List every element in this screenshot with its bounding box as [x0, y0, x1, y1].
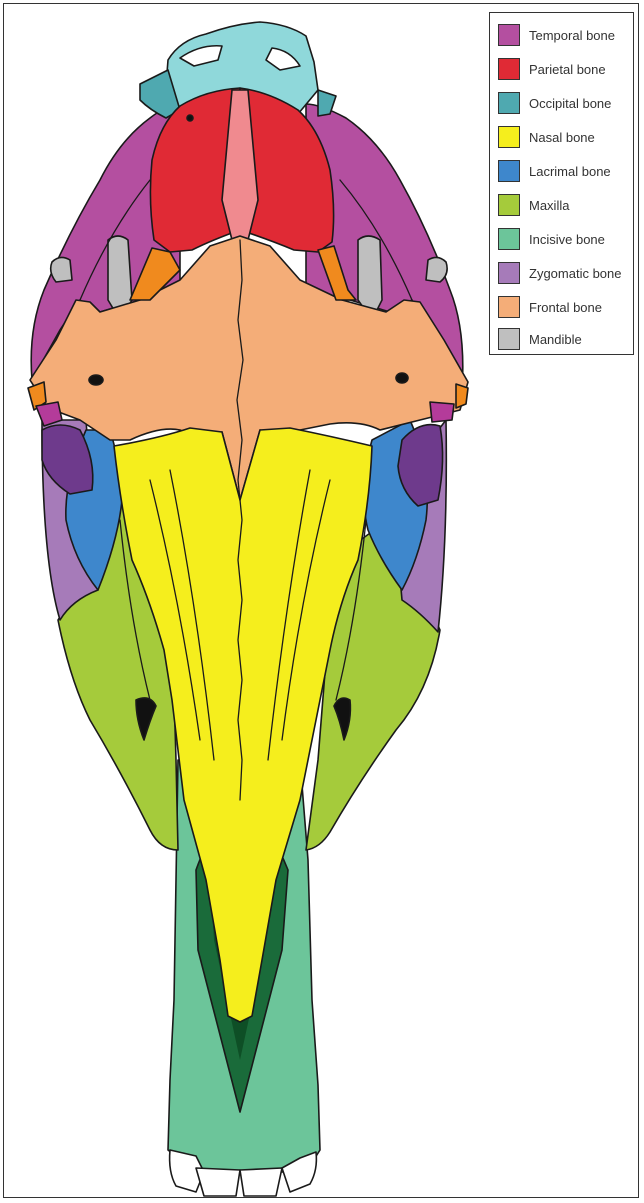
legend-label: Incisive bone — [529, 232, 605, 247]
legend-item-parietal: Parietal bone — [498, 57, 606, 81]
legend-swatch — [498, 262, 520, 284]
legend-swatch — [498, 24, 520, 46]
mandible-right-ramus — [426, 257, 447, 282]
legend-label: Parietal bone — [529, 62, 606, 77]
legend-swatch — [498, 126, 520, 148]
legend-item-occipital: Occipital bone — [498, 91, 611, 115]
legend-item-nasal: Nasal bone — [498, 125, 595, 149]
legend-label: Zygomatic bone — [529, 266, 622, 281]
orbit-right-magenta — [430, 402, 454, 422]
legend: Temporal bone Parietal bone Occipital bo… — [489, 12, 634, 355]
legend-swatch — [498, 328, 520, 350]
legend-label: Frontal bone — [529, 300, 602, 315]
supraorbital-foramen-right — [396, 373, 408, 383]
supraorbital-foramen-left — [89, 375, 103, 385]
legend-item-maxilla: Maxilla — [498, 193, 569, 217]
legend-label: Maxilla — [529, 198, 569, 213]
legend-swatch — [498, 194, 520, 216]
legend-swatch — [498, 92, 520, 114]
occipital-foramen — [187, 115, 193, 121]
legend-swatch — [498, 160, 520, 182]
legend-swatch — [498, 228, 520, 250]
legend-item-incisive: Incisive bone — [498, 227, 605, 251]
legend-item-temporal: Temporal bone — [498, 23, 615, 47]
legend-label: Occipital bone — [529, 96, 611, 111]
legend-item-frontal: Frontal bone — [498, 295, 602, 319]
legend-item-lacrimal: Lacrimal bone — [498, 159, 611, 183]
legend-item-zygomatic: Zygomatic bone — [498, 261, 622, 285]
legend-label: Lacrimal bone — [529, 164, 611, 179]
legend-label: Nasal bone — [529, 130, 595, 145]
legend-swatch — [498, 58, 520, 80]
legend-label: Mandible — [529, 332, 582, 347]
mandible-left-ramus — [51, 257, 72, 282]
legend-item-mandible: Mandible — [498, 327, 582, 351]
legend-label: Temporal bone — [529, 28, 615, 43]
legend-swatch — [498, 296, 520, 318]
frontal-edge-right — [456, 384, 468, 408]
